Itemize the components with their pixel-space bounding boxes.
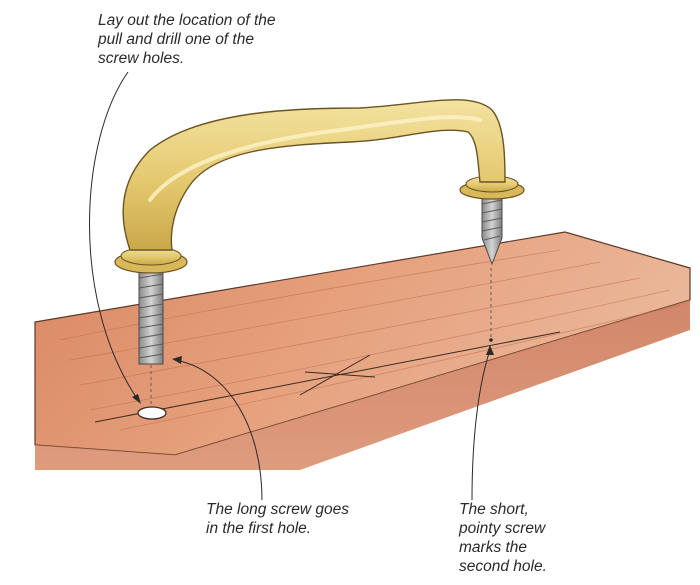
arrowhead-long-screw xyxy=(172,356,182,364)
callout-line: screw holes. xyxy=(98,50,185,67)
leader-arrowheads xyxy=(132,345,494,404)
callout-short-screw: The short, pointy screw marks the second… xyxy=(459,500,547,576)
leader-line-short-screw xyxy=(471,349,491,501)
callout-line: in the first hole. xyxy=(206,520,312,537)
callout-line: second hole. xyxy=(459,558,547,575)
callout-long-screw: The long screw goes in the first hole. xyxy=(206,500,349,538)
arrowhead-top xyxy=(132,394,141,404)
leader-lines xyxy=(89,71,491,501)
leader-line-long-screw xyxy=(174,359,263,501)
drilled-hole xyxy=(137,406,167,420)
wood-board xyxy=(34,231,691,470)
alignment-lines xyxy=(150,268,492,405)
layout-marks xyxy=(94,331,561,423)
board-front-edge xyxy=(35,300,690,470)
callout-line: Lay out the location of the xyxy=(98,12,276,29)
leader-line-top xyxy=(89,71,139,401)
callout-line: marks the xyxy=(459,539,528,556)
callout-line: The short, xyxy=(459,501,529,518)
callout-line: pull and drill one of the xyxy=(98,31,254,48)
callout-layout-and-drill: Lay out the location of the pull and dri… xyxy=(98,11,276,68)
second-hole-mark xyxy=(489,338,493,342)
layout-line xyxy=(94,331,561,423)
center-cross-mark xyxy=(299,354,376,396)
long-screw xyxy=(138,267,164,365)
callout-line: pointy screw xyxy=(459,520,546,537)
callout-line: The long screw goes xyxy=(206,501,350,518)
arrowhead-short-screw xyxy=(486,345,494,355)
brass-drawer-pull xyxy=(114,99,525,274)
